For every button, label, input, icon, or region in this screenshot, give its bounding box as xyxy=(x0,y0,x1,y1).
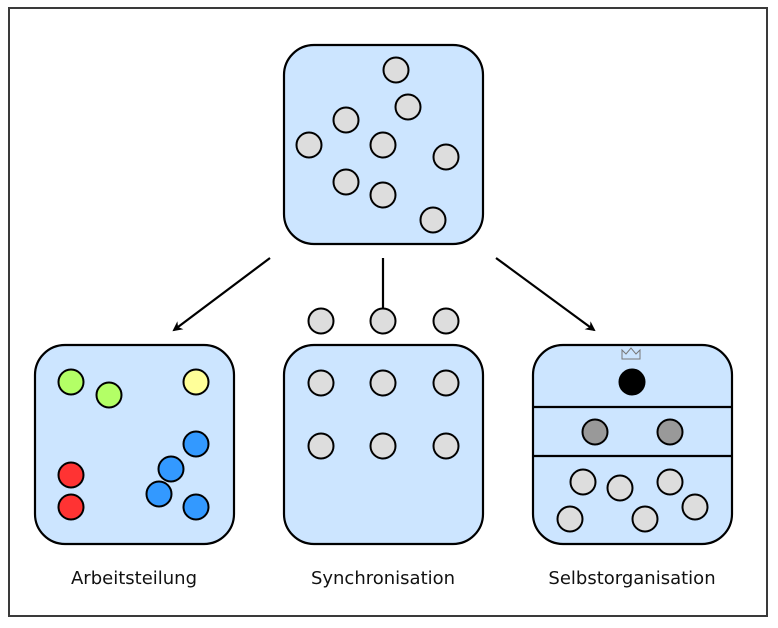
node xyxy=(419,206,447,234)
node xyxy=(432,369,460,397)
node xyxy=(369,369,397,397)
label-selbstorganisation: Selbstorganisation xyxy=(548,568,715,589)
node-red xyxy=(57,493,85,521)
arrow-to-selbstorganisation xyxy=(495,257,596,332)
node xyxy=(369,432,397,460)
arrow-to-arbeitsteilung xyxy=(172,257,271,332)
node xyxy=(432,307,460,335)
node-base xyxy=(556,505,584,533)
node xyxy=(307,369,335,397)
node-green xyxy=(57,368,85,396)
node-yellow xyxy=(182,368,210,396)
label-synchronisation: Synchronisation xyxy=(311,568,455,589)
node-blue xyxy=(182,430,210,458)
source-nodes xyxy=(295,56,460,234)
node xyxy=(332,168,360,196)
selbstorganisation-box xyxy=(531,343,734,546)
node xyxy=(307,307,335,335)
node-base xyxy=(631,505,659,533)
label-arbeitsteilung: Arbeitsteilung xyxy=(71,568,197,589)
node xyxy=(369,307,397,335)
node-blue xyxy=(182,493,210,521)
node xyxy=(307,432,335,460)
node-green xyxy=(95,381,123,409)
node xyxy=(332,106,360,134)
arbeitsteilung-box-bg xyxy=(33,343,236,546)
node xyxy=(432,143,460,171)
node-base xyxy=(606,474,634,502)
node-middle xyxy=(656,418,684,446)
node-blue xyxy=(145,480,173,508)
arbeitsteilung-box xyxy=(33,343,236,546)
node xyxy=(369,181,397,209)
arbeitsteilung-nodes xyxy=(57,368,210,521)
node xyxy=(382,56,410,84)
node-blue xyxy=(157,455,185,483)
source-box xyxy=(282,43,485,246)
node-middle xyxy=(581,418,609,446)
node-base xyxy=(569,468,597,496)
node xyxy=(369,131,397,159)
node-leader xyxy=(618,368,646,396)
node-base xyxy=(681,493,709,521)
synchronisation-box xyxy=(282,307,485,546)
node-base xyxy=(656,468,684,496)
crown-icon xyxy=(621,347,641,360)
node xyxy=(432,432,460,460)
node-red xyxy=(57,461,85,489)
synchronisation-nodes xyxy=(307,307,460,460)
node xyxy=(394,93,422,121)
node xyxy=(295,131,323,159)
selbstorganisation-nodes xyxy=(556,368,709,533)
